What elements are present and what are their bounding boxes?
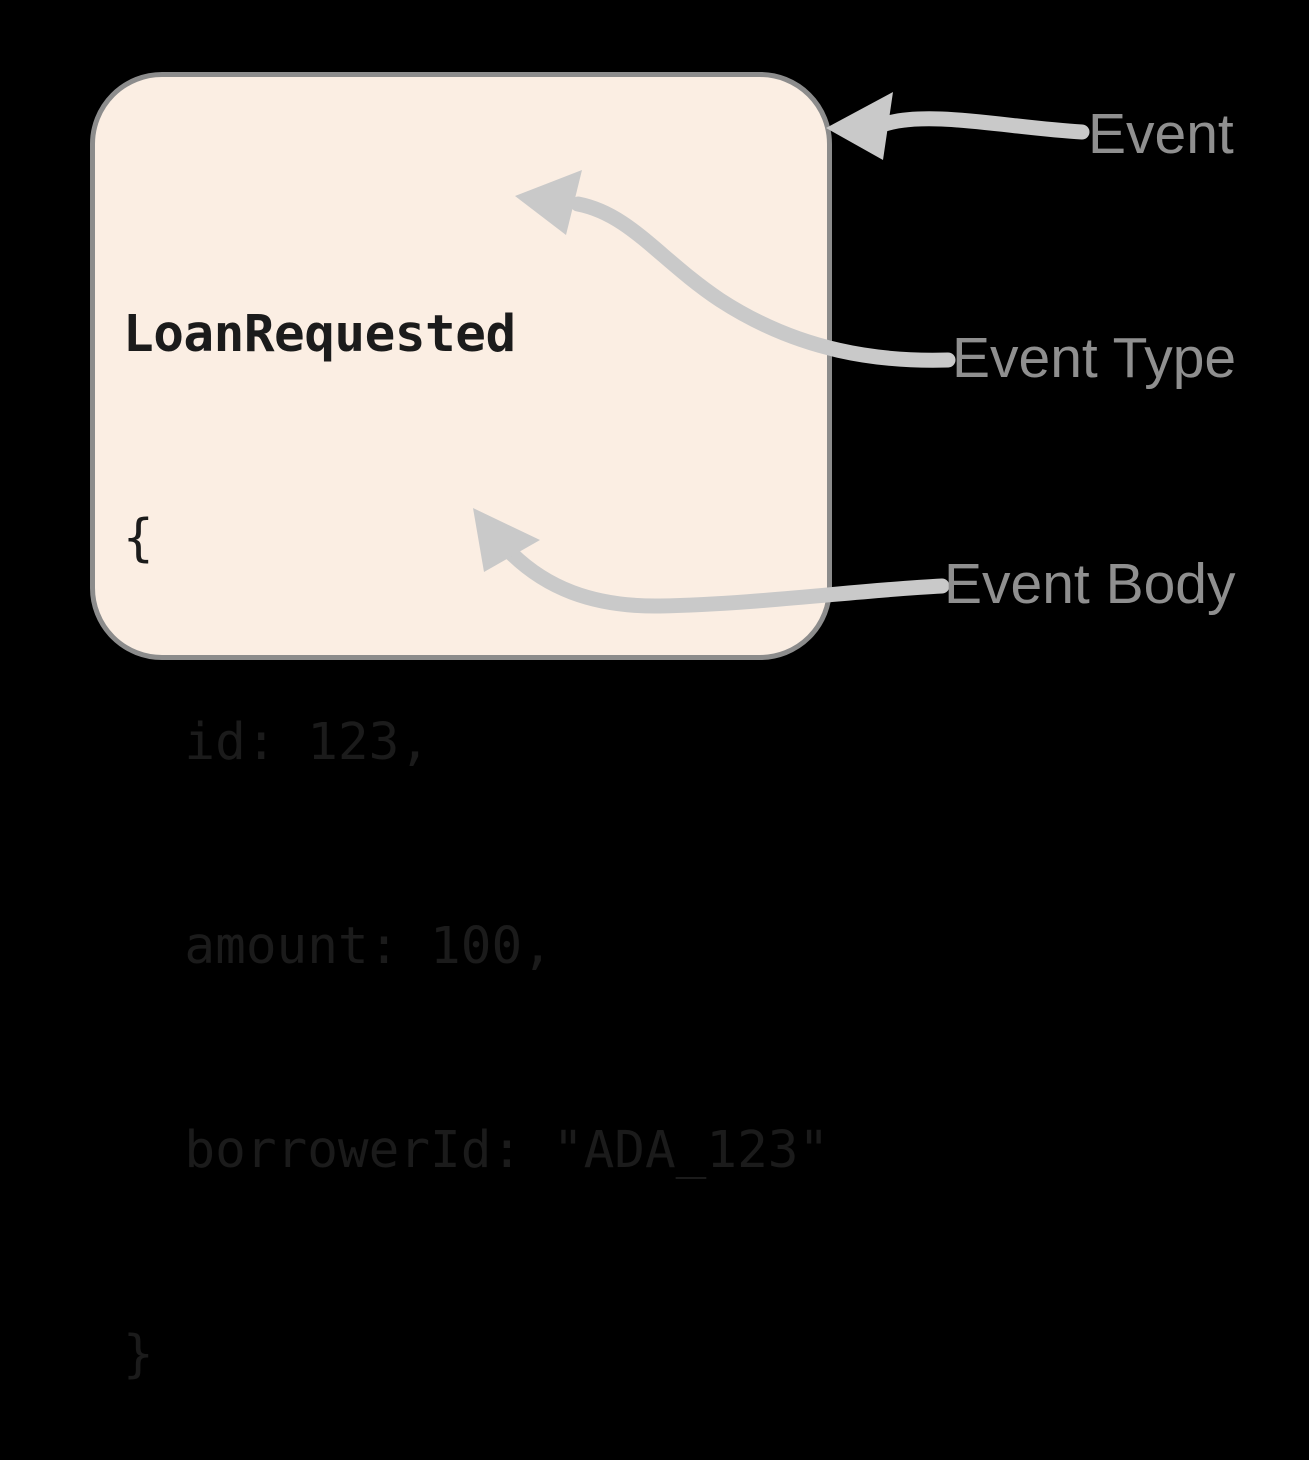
event-type-name: LoanRequested bbox=[123, 305, 516, 364]
event-body-brace-close: } bbox=[123, 1325, 154, 1384]
diagram-canvas: LoanRequested { id: 123, amount: 100, bo… bbox=[90, 72, 1237, 1384]
arrow-to-event bbox=[826, 92, 1090, 160]
event-body-brace-open: { bbox=[123, 509, 154, 568]
event-card: LoanRequested { id: 123, amount: 100, bo… bbox=[90, 72, 832, 1384]
event-body-field-amount: amount: 100, bbox=[123, 917, 553, 976]
label-event-type: Event Type bbox=[952, 326, 1237, 390]
label-event: Event bbox=[1088, 102, 1234, 166]
event-body-field-borrowerid: borrowerId: "ADA_123" bbox=[123, 1121, 830, 1180]
label-event-body: Event Body bbox=[944, 552, 1236, 616]
event-code-block: LoanRequested { id: 123, amount: 100, bo… bbox=[123, 165, 829, 1460]
event-body-field-id: id: 123, bbox=[123, 713, 431, 772]
